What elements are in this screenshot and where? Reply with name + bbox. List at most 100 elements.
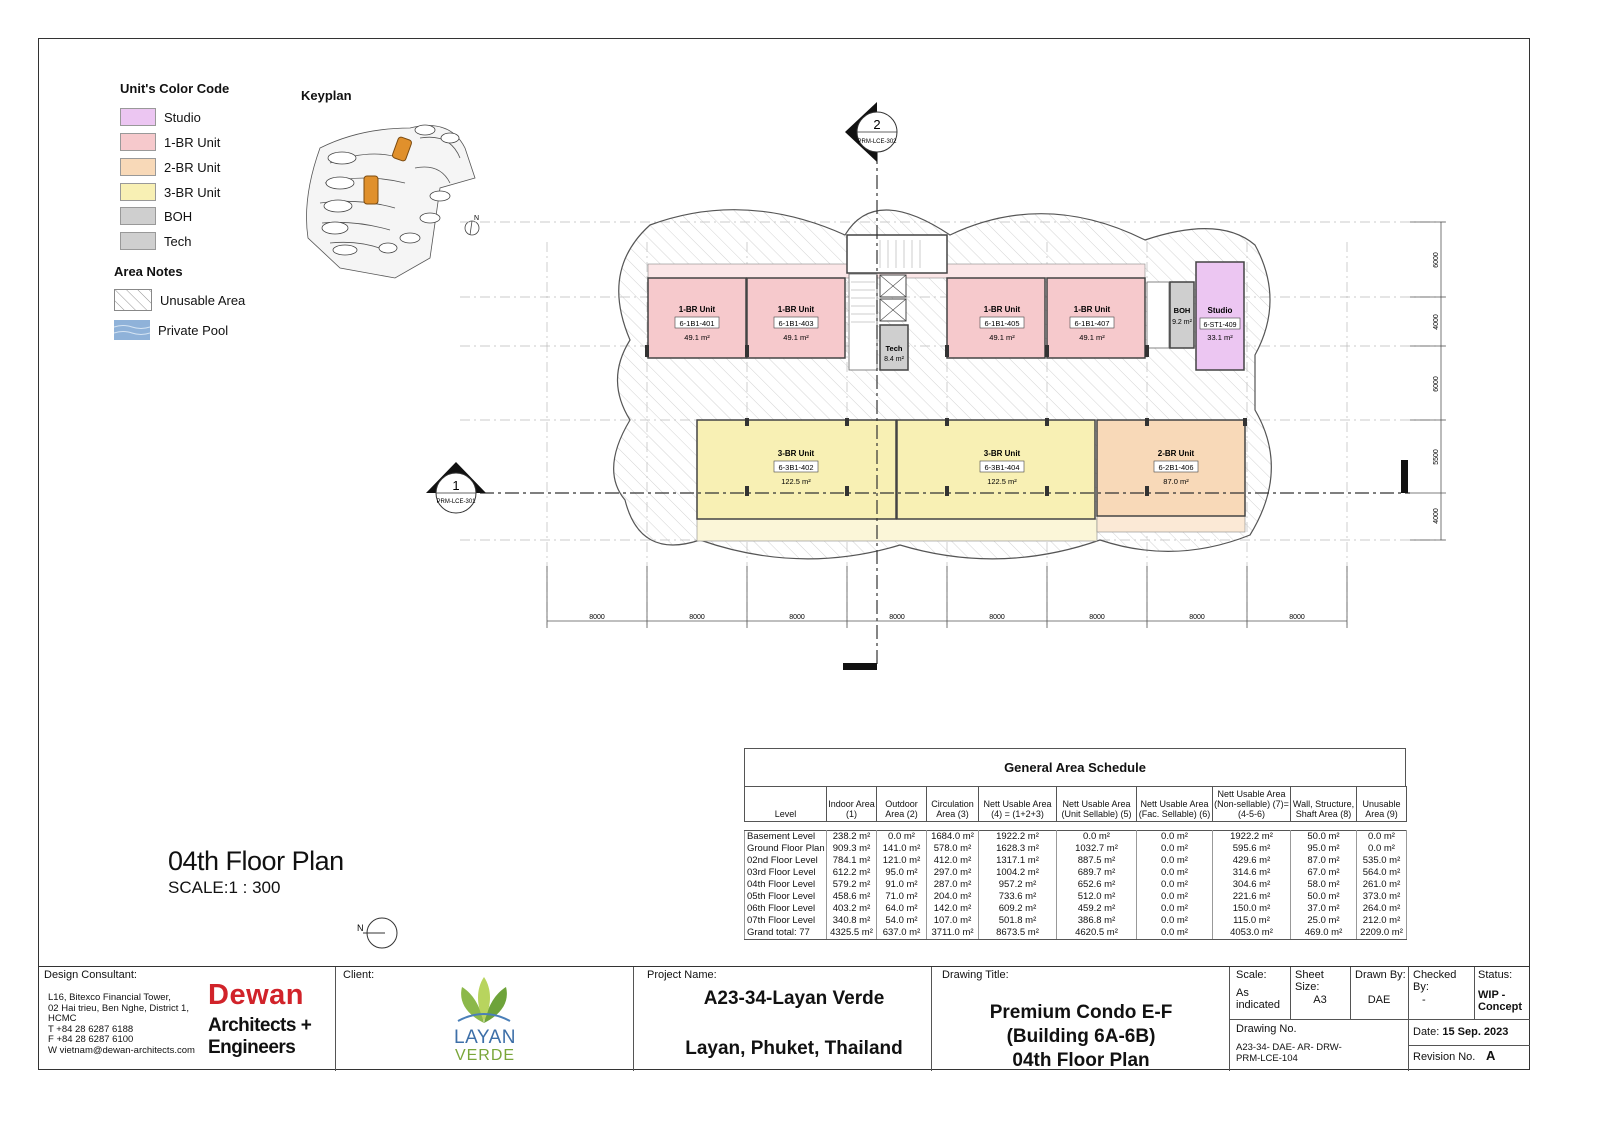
keyplan-north-label: N xyxy=(474,215,479,222)
1br-swatch xyxy=(120,133,156,151)
svg-text:8.4 m²: 8.4 m² xyxy=(884,356,905,363)
svg-text:6-3B1-404: 6-3B1-404 xyxy=(984,463,1019,472)
legend-label: 2-BR Unit xyxy=(164,159,221,175)
drawn-by-box: Drawn By: DAE xyxy=(1350,967,1409,1020)
area-schedule: General Area Schedule Level Indoor Area … xyxy=(744,748,1407,940)
svg-text:3-BR Unit: 3-BR Unit xyxy=(984,449,1021,458)
legend-item-studio: Studio xyxy=(120,108,201,126)
unit-6-2B1-406: 2-BR Unit 6-2B1-406 87.0 m² xyxy=(1096,419,1246,517)
col-header: Nett Usable Area (Non-sellable) (7)=(4-5… xyxy=(1212,786,1291,822)
revision-box: Revision No. A xyxy=(1413,1048,1496,1063)
col-header: Indoor Area (1) xyxy=(826,786,877,822)
col-header: Outdoor Area (2) xyxy=(876,786,927,822)
dewan-logo: Dewan xyxy=(208,979,304,1011)
legend-item-3br: 3-BR Unit xyxy=(120,183,220,201)
legend-label: Unusable Area xyxy=(160,292,246,308)
schedule-header-row: Level Indoor Area (1) Outdoor Area (2) C… xyxy=(744,786,1407,822)
section-marker-1: 1 PRM-LCE-301 xyxy=(426,462,486,514)
svg-text:8000: 8000 xyxy=(1089,614,1105,621)
svg-text:Tech: Tech xyxy=(886,344,903,353)
svg-text:33.1 m²: 33.1 m² xyxy=(1207,333,1233,342)
svg-text:6000: 6000 xyxy=(1433,376,1440,392)
legend-item-unusable: Unusable Area xyxy=(114,289,245,311)
schedule-title: General Area Schedule xyxy=(744,748,1406,786)
legend-item-tech: Tech xyxy=(120,232,191,250)
client-logo-text: LAYAN xyxy=(454,1027,516,1048)
svg-text:9.2 m²: 9.2 m² xyxy=(1172,319,1193,326)
consultant-cell: Design Consultant: L16, Bitexco Financia… xyxy=(38,967,336,1071)
svg-text:1-BR Unit: 1-BR Unit xyxy=(679,305,716,314)
layan-verde-leaf-icon xyxy=(457,977,511,1023)
unit-6-1B1-407: 1-BR Unit 6-1B1-407 49.1 m² xyxy=(1046,277,1146,359)
section-marker-2: 2 PRM-LCE-302 xyxy=(845,102,898,162)
color-code-title: Unit's Color Code xyxy=(120,81,230,96)
project-name: A23-34-Layan Verde xyxy=(703,988,885,1009)
svg-text:BOH: BOH xyxy=(1174,306,1191,315)
tech-room: Tech 8.4 m² xyxy=(879,324,909,371)
floor-plan: 1-BR Unit 6-1B1-401 49.1 m² 1-BR Unit 6-… xyxy=(426,102,1446,670)
client-cell: Client: LAYAN VERDE xyxy=(336,967,634,1071)
consultant-address: L16, Bitexco Financial Tower, 02 Hai tri… xyxy=(48,992,195,1056)
title-block: Design Consultant: L16, Bitexco Financia… xyxy=(38,966,1530,1071)
area-notes-title: Area Notes xyxy=(114,264,183,279)
svg-text:8000: 8000 xyxy=(989,614,1005,621)
project-cell: Project Name: A23-34-Layan Verde Layan, … xyxy=(634,967,932,1071)
legend-item-2br: 2-BR Unit xyxy=(120,158,220,176)
hatch-swatch xyxy=(114,289,152,311)
2br-swatch xyxy=(120,158,156,176)
svg-text:1-BR Unit: 1-BR Unit xyxy=(1074,305,1111,314)
svg-text:2-BR Unit: 2-BR Unit xyxy=(1158,449,1195,458)
svg-text:4000: 4000 xyxy=(1433,314,1440,330)
svg-text:6-ST1-409: 6-ST1-409 xyxy=(1203,322,1236,329)
col-header: Circulation Area (3) xyxy=(926,786,979,822)
stair-core xyxy=(846,234,948,274)
drawing-title-text: Premium Condo E-F (Building 6A-6B) 04th … xyxy=(989,1002,1173,1071)
svg-text:122.5 m²: 122.5 m² xyxy=(781,477,811,486)
drawing-title: 04th Floor Plan xyxy=(168,846,344,876)
svg-text:1-BR Unit: 1-BR Unit xyxy=(778,305,815,314)
svg-text:49.1 m²: 49.1 m² xyxy=(1079,333,1105,342)
legend-item-pool: Private Pool xyxy=(114,320,228,340)
studio-swatch xyxy=(120,108,156,126)
drawing-sheet-border xyxy=(38,38,1530,1070)
unit-6-1B1-403: 1-BR Unit 6-1B1-403 49.1 m² xyxy=(746,277,846,359)
svg-text:6-1B1-407: 6-1B1-407 xyxy=(1074,319,1109,328)
svg-text:3-BR Unit: 3-BR Unit xyxy=(778,449,815,458)
unit-6-ST1-409: Studio 6-ST1-409 33.1 m² xyxy=(1195,261,1245,371)
svg-text:6-1B1-401: 6-1B1-401 xyxy=(679,319,714,328)
dewan-logo-line2: Architects + xyxy=(208,1015,312,1036)
svg-text:49.1 m²: 49.1 m² xyxy=(684,333,710,342)
project-label: Project Name: xyxy=(647,969,717,981)
status-box: Status: WIP -Concept xyxy=(1474,967,1530,1020)
keyplan-image: N xyxy=(306,124,480,279)
boh-room: BOH 9.2 m² xyxy=(1169,281,1195,349)
svg-text:49.1 m²: 49.1 m² xyxy=(783,333,809,342)
legend-label: 3-BR Unit xyxy=(164,184,221,200)
drawing-number-box: Drawing No. A23-34- DAE- AR- DRW-PRM-LCE… xyxy=(1230,1019,1409,1071)
drawing-title-cell: Drawing Title: Premium Condo E-F (Buildi… xyxy=(932,967,1230,1071)
3br-swatch xyxy=(120,183,156,201)
svg-text:8000: 8000 xyxy=(689,614,705,621)
svg-text:1: 1 xyxy=(452,478,459,493)
sheet-size-box: Sheet Size: A3 xyxy=(1290,967,1351,1020)
svg-text:N: N xyxy=(357,923,364,933)
legend-item-1br: 1-BR Unit xyxy=(120,133,220,151)
svg-text:87.0 m²: 87.0 m² xyxy=(1163,477,1189,486)
drawing-title-label: Drawing Title: xyxy=(942,969,1009,981)
svg-text:49.1 m²: 49.1 m² xyxy=(989,333,1015,342)
client-label: Client: xyxy=(343,969,375,981)
col-header: Level xyxy=(744,786,827,822)
legend-item-boh: BOH xyxy=(120,207,192,225)
svg-text:6-2B1-406: 6-2B1-406 xyxy=(1158,463,1193,472)
svg-text:Studio: Studio xyxy=(1208,306,1233,315)
svg-text:5500: 5500 xyxy=(1433,449,1440,465)
svg-text:6-3B1-402: 6-3B1-402 xyxy=(778,463,813,472)
right-dimensions: 6000 4000 6000 5500 4000 xyxy=(1433,252,1440,524)
